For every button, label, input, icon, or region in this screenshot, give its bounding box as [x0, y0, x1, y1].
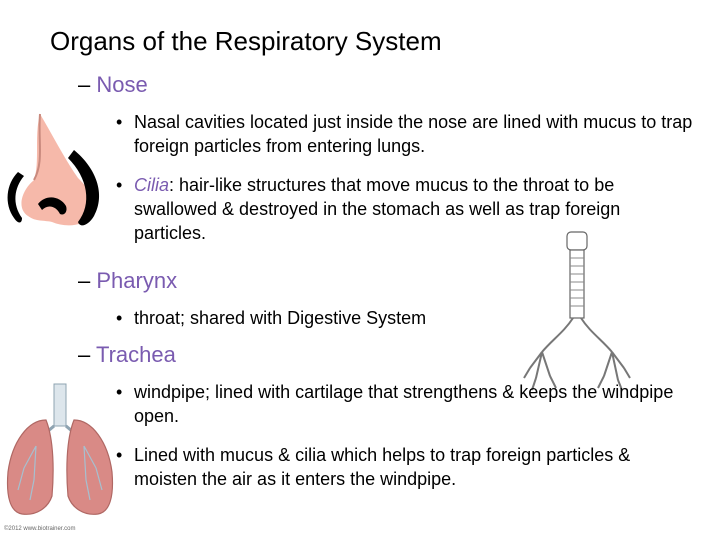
subheading-nose-label: Nose	[96, 72, 148, 97]
nose-illustration	[7, 113, 100, 226]
lungs-illustration	[6, 383, 114, 515]
bullet-dot: •	[116, 445, 123, 465]
subheading-nose: – Nose	[78, 72, 148, 98]
dash: –	[78, 268, 91, 293]
bullet-dot: •	[116, 308, 123, 328]
pharynx-bullet-1-text: throat; shared with Digestive System	[134, 308, 427, 328]
nose-bullet-1: • Nasal cavities located just inside the…	[116, 110, 694, 158]
nose-bullet-2-text: : hair-like structures that move mucus t…	[134, 175, 621, 243]
dash: –	[78, 72, 91, 97]
nose-bullet-2: • Cilia: hair-like structures that move …	[116, 173, 694, 245]
subheading-trachea: – Trachea	[78, 342, 176, 368]
bullet-dot: •	[116, 112, 123, 132]
subheading-pharynx: – Pharynx	[78, 268, 177, 294]
slide-title: Organs of the Respiratory System	[50, 26, 442, 56]
subheading-pharynx-label: Pharynx	[96, 268, 178, 293]
bullet-dot: •	[116, 175, 123, 195]
trachea-bullet-1: • windpipe; lined with cartilage that st…	[116, 380, 694, 428]
image-credit: ©2012 www.biotrainer.com	[4, 526, 76, 532]
bullet-dot: •	[116, 382, 123, 402]
trachea-bullet-2-text: Lined with mucus & cilia which helps to …	[134, 445, 631, 489]
pharynx-bullet-1: • throat; shared with Digestive System	[116, 306, 514, 330]
subheading-trachea-label: Trachea	[95, 342, 176, 367]
trachea-bullet-2: • Lined with mucus & cilia which helps t…	[116, 443, 694, 491]
trachea-bronchi-illustration	[523, 231, 631, 391]
dash: –	[78, 342, 91, 367]
nose-bullet-1-text: Nasal cavities located just inside the n…	[134, 112, 693, 156]
trachea-bullet-1-text: windpipe; lined with cartilage that stre…	[134, 382, 674, 426]
cilia-term: Cilia	[134, 175, 170, 195]
